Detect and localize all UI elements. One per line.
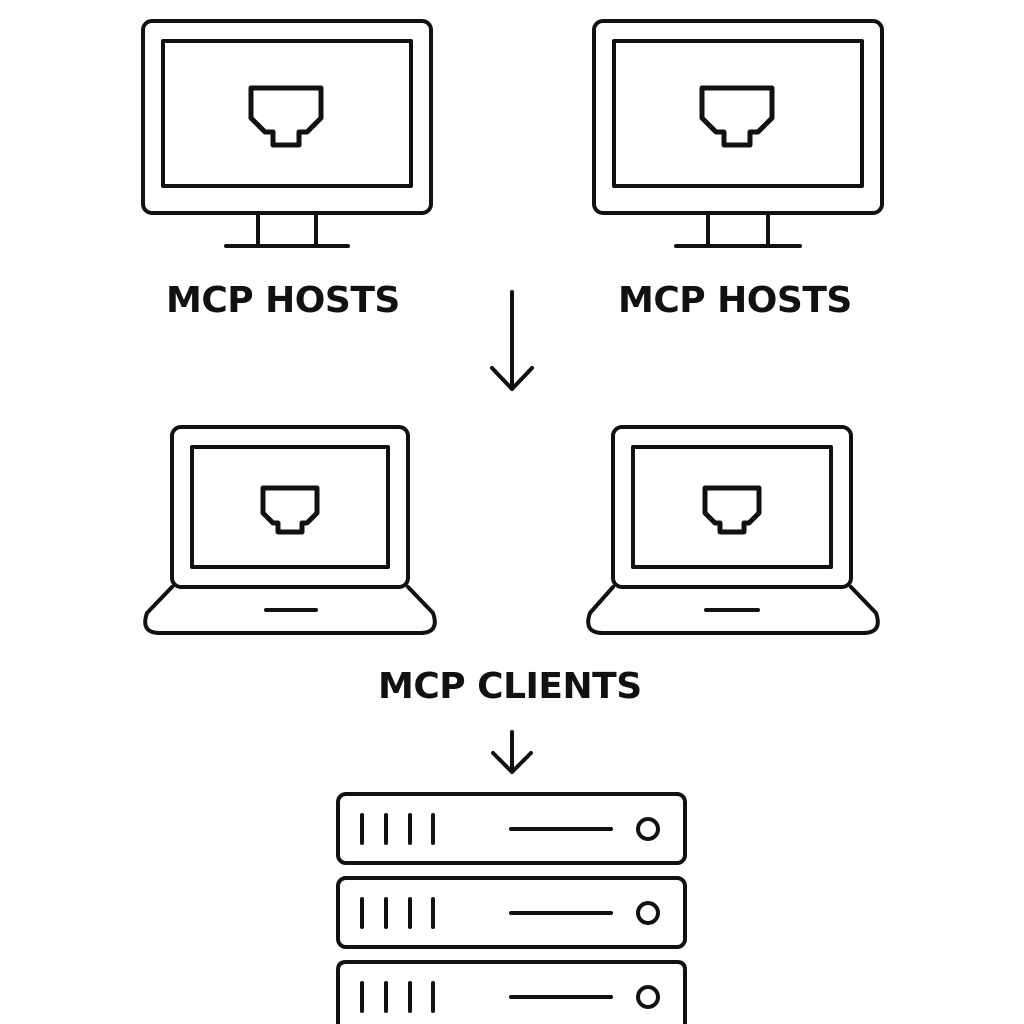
server-rack-icon — [336, 792, 687, 1024]
monitor-bezel — [141, 19, 433, 215]
ethernet-port-icon — [260, 485, 320, 535]
ethernet-port-icon — [699, 85, 775, 148]
server-unit — [336, 792, 687, 865]
host-label: MCP HOSTS — [618, 280, 852, 321]
arrow-down-icon — [490, 290, 534, 391]
monitor-screen — [612, 39, 864, 188]
laptop-lid — [170, 425, 410, 589]
server-unit — [336, 876, 687, 949]
host-monitor-left — [141, 19, 433, 248]
host-monitor-right — [592, 19, 884, 248]
laptop-screen — [190, 445, 390, 569]
laptop-lid — [611, 425, 853, 589]
laptop-base — [143, 585, 437, 635]
ethernet-port-icon — [702, 485, 762, 535]
clients-label: MCP CLIENTS — [378, 666, 642, 707]
laptop-base — [586, 585, 880, 635]
ethernet-port-icon — [248, 85, 324, 148]
arrow-down-icon — [491, 730, 533, 774]
host-label: MCP HOSTS — [166, 280, 400, 321]
monitor-screen — [161, 39, 413, 188]
client-laptop-left — [143, 425, 437, 635]
laptop-screen — [631, 445, 833, 569]
server-unit — [336, 960, 687, 1024]
monitor-bezel — [592, 19, 884, 215]
client-laptop-right — [586, 425, 880, 635]
